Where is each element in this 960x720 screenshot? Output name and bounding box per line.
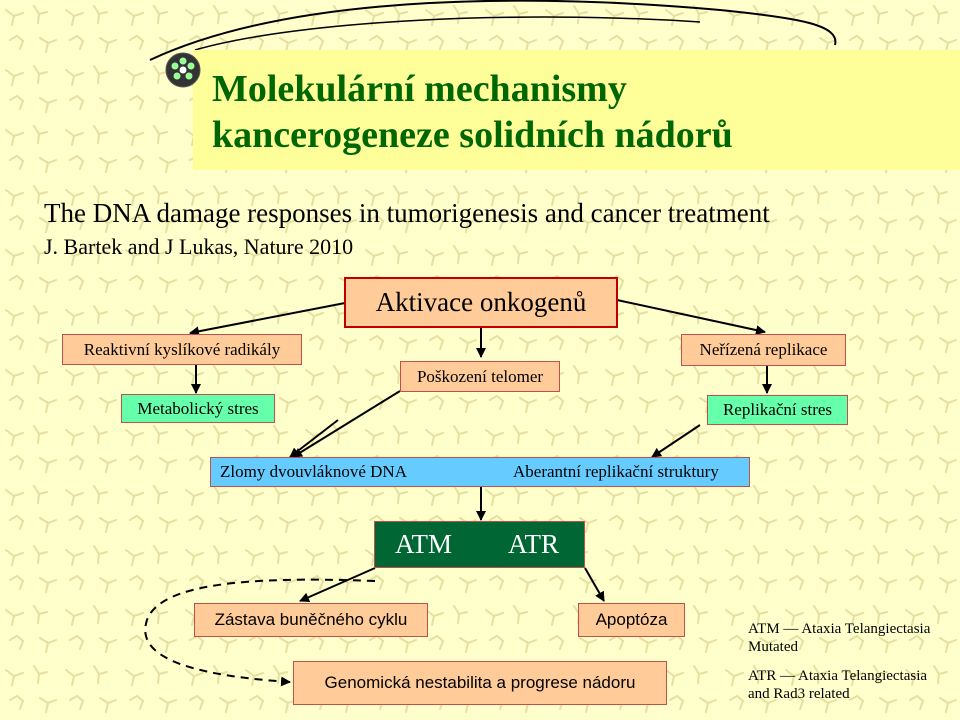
paper-title: The DNA damage responses in tumorigenesi… — [44, 198, 770, 228]
molecule-logo-icon — [165, 52, 201, 88]
node-telomere-damage: Poškození telomer — [400, 361, 560, 392]
node-unregulated-replication: Neřízená replikace — [681, 334, 846, 366]
arrow-atr-to-apoptosis — [584, 567, 605, 602]
slide-title: Molekulární mechanismy kancerogeneze sol… — [212, 66, 733, 158]
dashed-arrow-to-genomic — [144, 578, 376, 687]
label-atm: ATM — [395, 529, 453, 559]
label-atr: ATR — [508, 529, 560, 559]
arrow-onco-to-replication — [616, 299, 766, 335]
title-line-1: Molekulární mechanismy — [212, 68, 627, 110]
title-line-2: kancerogeneze solidních nádorů — [212, 114, 733, 156]
node-genomic-instability: Genomická nestabilita a progrese nádoru — [293, 661, 667, 705]
node-metabolic-stress: Metabolický stres — [121, 394, 275, 423]
legend-atm: ATM — Ataxia Telangiectasia Mutated — [748, 621, 931, 655]
arrow-telomer-to-dsb — [292, 390, 401, 458]
arrow-metabolic-to-dsb — [289, 419, 339, 458]
node-oncogene-activation: Aktivace onkogenů — [344, 277, 618, 328]
node-atm-atr: ATM ATR — [374, 521, 585, 568]
label-dsb: Zlomy dvouvláknové DNA — [220, 462, 407, 481]
arrow-onco-to-ros — [189, 302, 346, 337]
node-reactive-oxygen: Reaktivní kyslíkové radikály — [62, 334, 302, 365]
node-cell-cycle-arrest: Zástava buněčného cyklu — [194, 603, 428, 637]
node-double-strand-breaks: Zlomy dvouvláknové DNA Aberantní replika… — [210, 457, 750, 487]
arrow-atm-to-arrest — [299, 567, 376, 602]
label-aberrant-structures: Aberantní replikační struktury — [513, 462, 719, 481]
arrow-replstress-to-aberrant — [651, 424, 701, 458]
node-replication-stress: Replikační stres — [707, 395, 848, 425]
title-panel — [193, 50, 960, 170]
node-apoptosis: Apoptóza — [578, 603, 685, 637]
legend-atr: ATR — Ataxia Telangiectasia and Rad3 rel… — [748, 668, 928, 702]
paper-authors: J. Bartek and J Lukas, Nature 2010 — [44, 234, 354, 259]
